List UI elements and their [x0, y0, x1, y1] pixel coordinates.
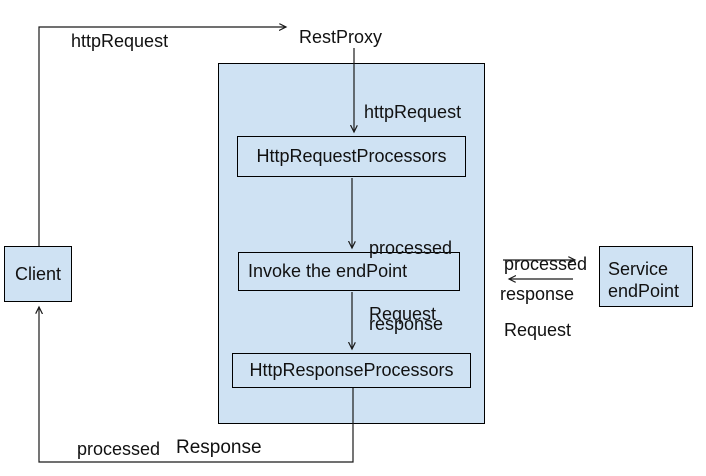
edge-label-processed-response-bottom-word2: Response — [176, 437, 262, 458]
edge-label-processed-request-inner-line1: processed — [369, 238, 453, 258]
edge-label-response-inner: response — [369, 314, 444, 334]
edge-label-http-request-top: httpRequest — [71, 31, 169, 51]
invoke-endpoint-label: Invoke the endPoint — [248, 261, 408, 281]
edge-label-processed-response-bottom-word1: processed — [77, 439, 161, 459]
service-endpoint-box: Service endPoint — [599, 246, 693, 307]
edge-label-http-request-inner: httpRequest — [364, 102, 462, 122]
service-endpoint-label-line1: Service — [608, 258, 669, 279]
edge-label-processed-request-inner: processed Request — [369, 193, 452, 369]
edge-label-processed-request-right: processed Request — [504, 209, 587, 385]
http-request-processors-box: HttpRequestProcessors — [237, 136, 466, 177]
rest-proxy-title: RestProxy — [299, 27, 383, 47]
http-request-processors-label: HttpRequestProcessors — [256, 146, 447, 166]
client-box: Client — [4, 246, 72, 302]
edge-label-processed-request-right-line1: processed — [504, 254, 588, 274]
edge-label-response-right: response — [500, 284, 575, 304]
service-endpoint-label-line2: endPoint — [608, 280, 680, 301]
edge-label-processed-request-right-line2: Request — [504, 320, 572, 340]
client-label: Client — [14, 263, 62, 284]
edge-label-processed-request-inner-line2: Request — [369, 304, 437, 324]
invoke-endpoint-box: Invoke the endPoint — [238, 252, 460, 291]
